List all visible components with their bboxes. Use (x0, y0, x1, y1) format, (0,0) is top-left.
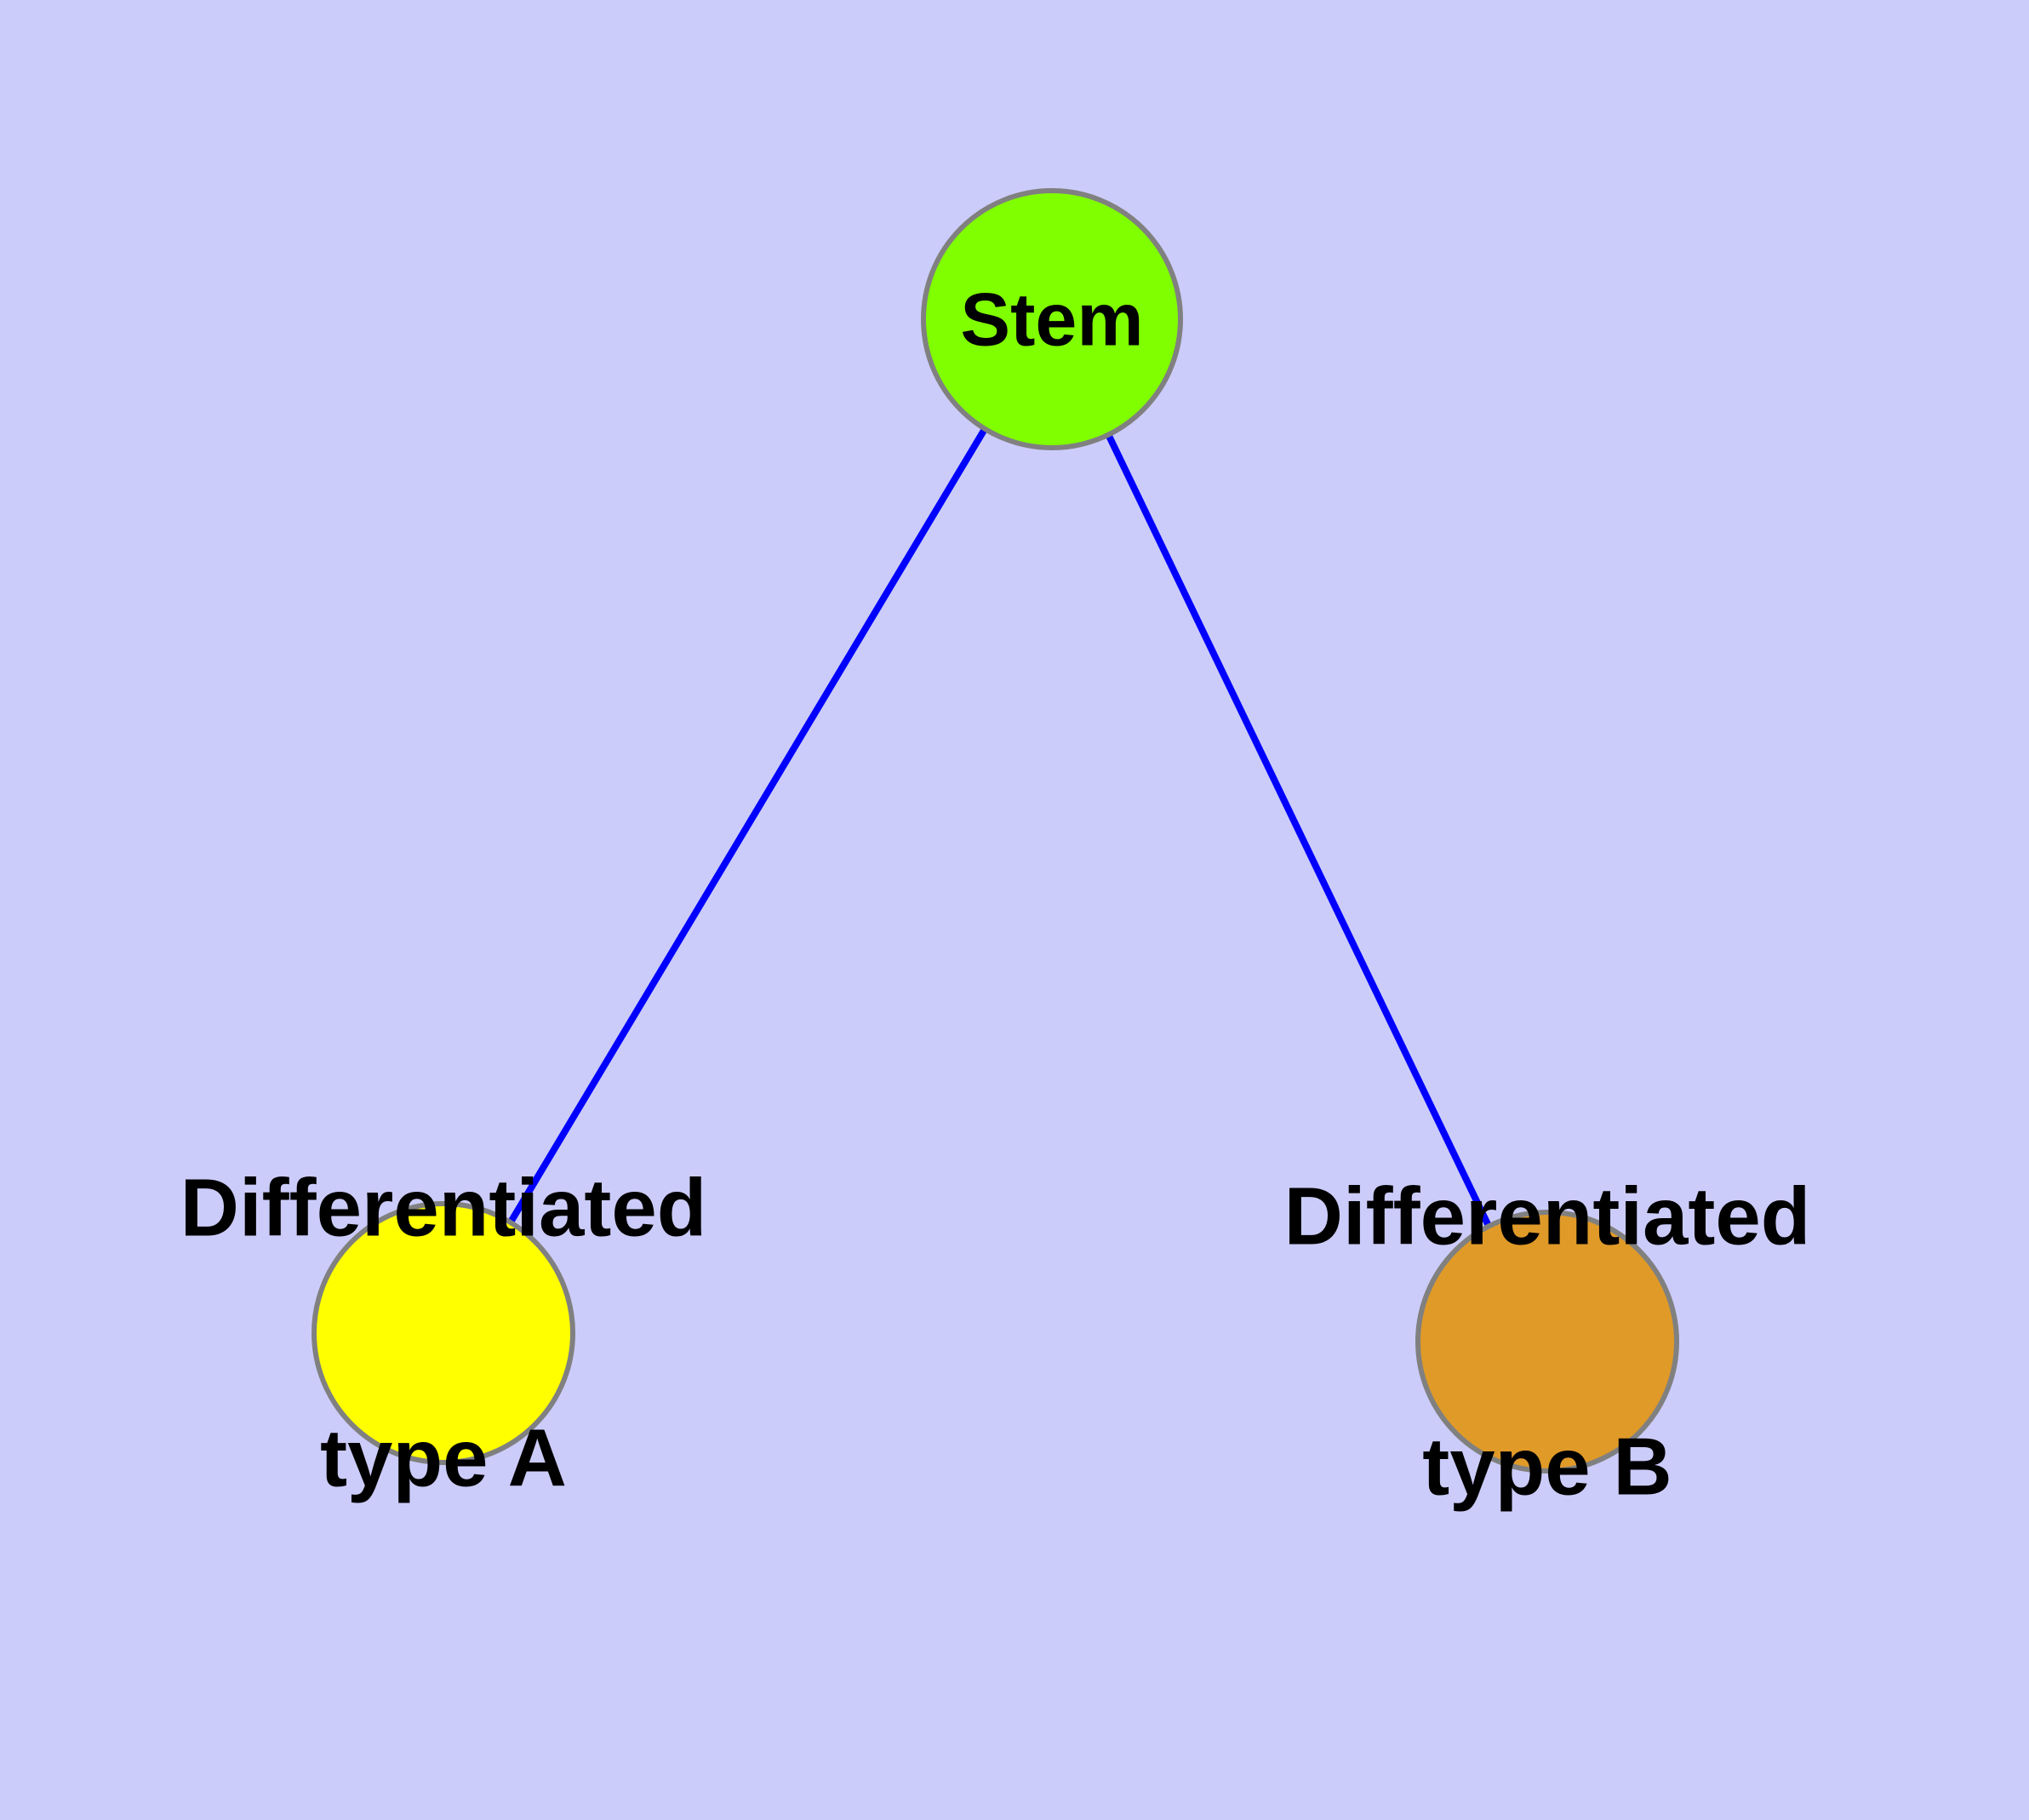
node-diff-a-circle[interactable] (311, 1201, 575, 1465)
edge-layer (508, 426, 1491, 1226)
edge-stem-to-diff-b[interactable] (1106, 434, 1491, 1226)
edge-stem-to-diff-a[interactable] (508, 426, 988, 1223)
node-diff-b-circle[interactable] (1415, 1210, 1679, 1474)
node-layer (311, 188, 1679, 1474)
node-stem-circle[interactable] (921, 188, 1183, 450)
